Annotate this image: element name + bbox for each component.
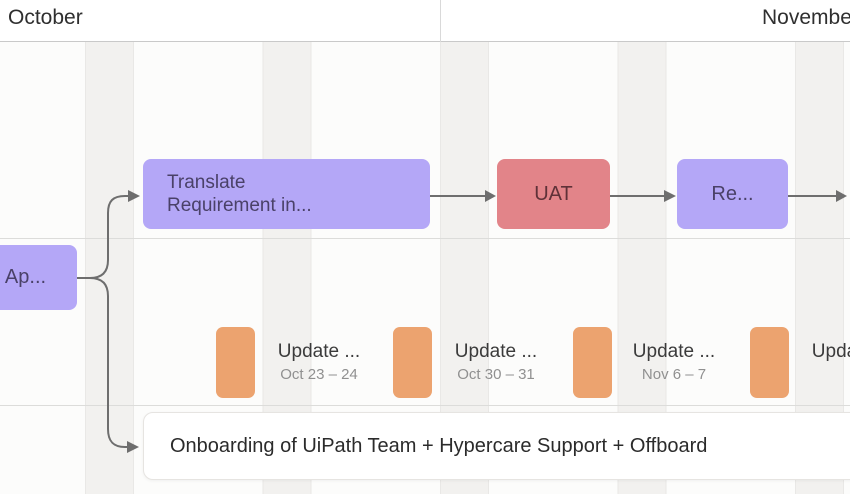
month-label-november: November [762, 6, 850, 29]
task-label: Onboarding of UiPath Team + Hypercare Su… [170, 434, 708, 457]
task-label: Ap... [4, 266, 47, 288]
task-label-line2: Requirement in... [167, 195, 312, 216]
milestone-date: Nov 6 – 7 [641, 366, 707, 383]
month-divider-line [440, 0, 441, 42]
milestone-date: Oct 30 – 31 [457, 366, 535, 383]
milestone-label: Update ... [632, 341, 716, 362]
task-bar-onboarding-hypercare[interactable]: Onboarding of UiPath Team + Hypercare Su… [143, 412, 850, 480]
milestone-label: Update ... [454, 341, 538, 362]
milestone-text-4: Update ... [796, 341, 850, 366]
month-label-october: October [8, 6, 83, 29]
milestone-bar-update-4[interactable] [750, 327, 789, 398]
task-bar-approve[interactable]: Ap... [0, 245, 77, 310]
gantt-grid-background [0, 42, 850, 494]
milestone-label: Update ... [811, 341, 850, 362]
row-separator [0, 405, 850, 406]
milestone-text-1: Update ... Oct 23 – 24 [262, 341, 376, 383]
milestone-label: Update ... [277, 341, 361, 362]
milestone-text-3: Update ... Nov 6 – 7 [617, 341, 731, 383]
task-label: UAT [534, 182, 573, 205]
task-label-line1: Translate [167, 172, 246, 193]
milestone-bar-update-2[interactable] [393, 327, 432, 398]
milestone-bar-update-1[interactable] [216, 327, 255, 398]
task-bar-release[interactable]: Re... [677, 159, 788, 229]
task-bar-uat[interactable]: UAT [497, 159, 610, 229]
milestone-bar-update-3[interactable] [573, 327, 612, 398]
row-separator [0, 238, 850, 239]
timeline-month-header: October November [0, 0, 850, 42]
milestone-date: Oct 23 – 24 [280, 366, 358, 383]
task-label: Re... [711, 182, 754, 205]
milestone-text-2: Update ... Oct 30 – 31 [439, 341, 553, 383]
task-bar-translate-requirement[interactable]: Translate Requirement in... [143, 159, 430, 229]
